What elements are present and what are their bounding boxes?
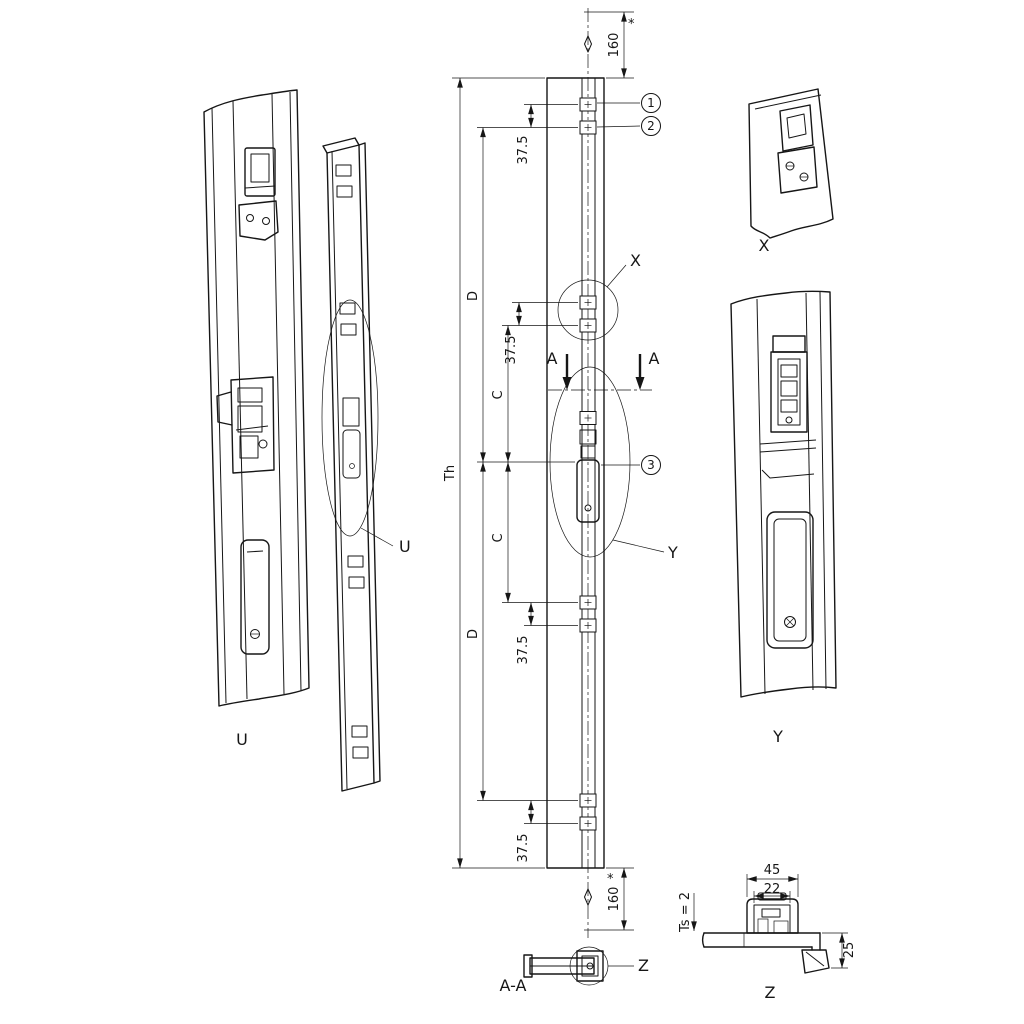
dim-z-sheet-thickness-label: Ts = 2 xyxy=(678,892,693,933)
section-aa-view: Z A-A xyxy=(500,946,649,995)
dim-bottom-offset-star: * xyxy=(607,872,614,887)
dim-z-slot-label: 22 xyxy=(764,882,781,897)
dim-th-label: Th xyxy=(443,465,458,482)
detail-z-title: Z xyxy=(765,983,776,1002)
dim-c-upper-label: C xyxy=(491,390,506,399)
balloon-3-number: 3 xyxy=(647,458,655,472)
dim-c-lower-label: C xyxy=(491,533,506,542)
detail-z-marker-label: Z xyxy=(638,956,649,975)
dim-z-height-label: 25 xyxy=(842,942,857,959)
dim-d-upper-label: D xyxy=(466,291,481,301)
detail-view-z: 45 22 Ts = 2 25 Z xyxy=(678,863,857,1002)
detail-x-marker-label: X xyxy=(630,251,641,270)
detail-view-y: Y xyxy=(730,290,837,746)
detail-y-ellipse xyxy=(549,366,631,558)
iso-view-label: U xyxy=(236,730,248,749)
dim-spacing1-label: 37.5 xyxy=(516,136,531,165)
dim-spacing4-label: 37.5 xyxy=(516,834,531,863)
section-cut-aa: A A xyxy=(547,349,660,391)
dim-spacing2-label: 37.5 xyxy=(504,336,519,365)
dim-top-offset-star: * xyxy=(628,17,635,32)
balloon-3: 3 xyxy=(601,455,661,475)
detail-y-marker-label: Y xyxy=(667,543,678,562)
section-label-left: A xyxy=(547,349,558,368)
dim-z-width-label: 45 xyxy=(764,863,781,878)
detail-x-circle xyxy=(557,279,619,341)
dim-top-offset-label: 160 xyxy=(607,33,622,58)
balloon-1-number: 1 xyxy=(647,96,655,110)
bottom-reference-point xyxy=(584,888,592,906)
detail-x-title: X xyxy=(759,236,770,255)
detail-u-ellipse xyxy=(321,299,379,537)
dim-spacing3-label: 37.5 xyxy=(516,636,531,665)
rail-detail-u-label: U xyxy=(399,537,411,556)
rail-view: U xyxy=(321,137,411,792)
balloon-1: 1 xyxy=(597,93,661,113)
detail-view-x: X xyxy=(748,88,834,255)
dim-d-lower-label: D xyxy=(466,629,481,639)
section-aa-title: A-A xyxy=(500,976,527,995)
detail-y-title: Y xyxy=(772,727,783,746)
isometric-view: U xyxy=(203,89,310,749)
section-label-right: A xyxy=(649,349,660,368)
top-reference-point xyxy=(584,35,592,53)
dim-bottom-offset-label: 160 xyxy=(607,887,622,912)
balloon-2: 2 xyxy=(596,116,661,136)
balloon-2-number: 2 xyxy=(647,119,655,133)
central-gear-assembly xyxy=(576,411,600,523)
front-elevation-view: Th D D C C 37.5 37.5 37.5 37.5 160 * 160… xyxy=(443,8,678,938)
